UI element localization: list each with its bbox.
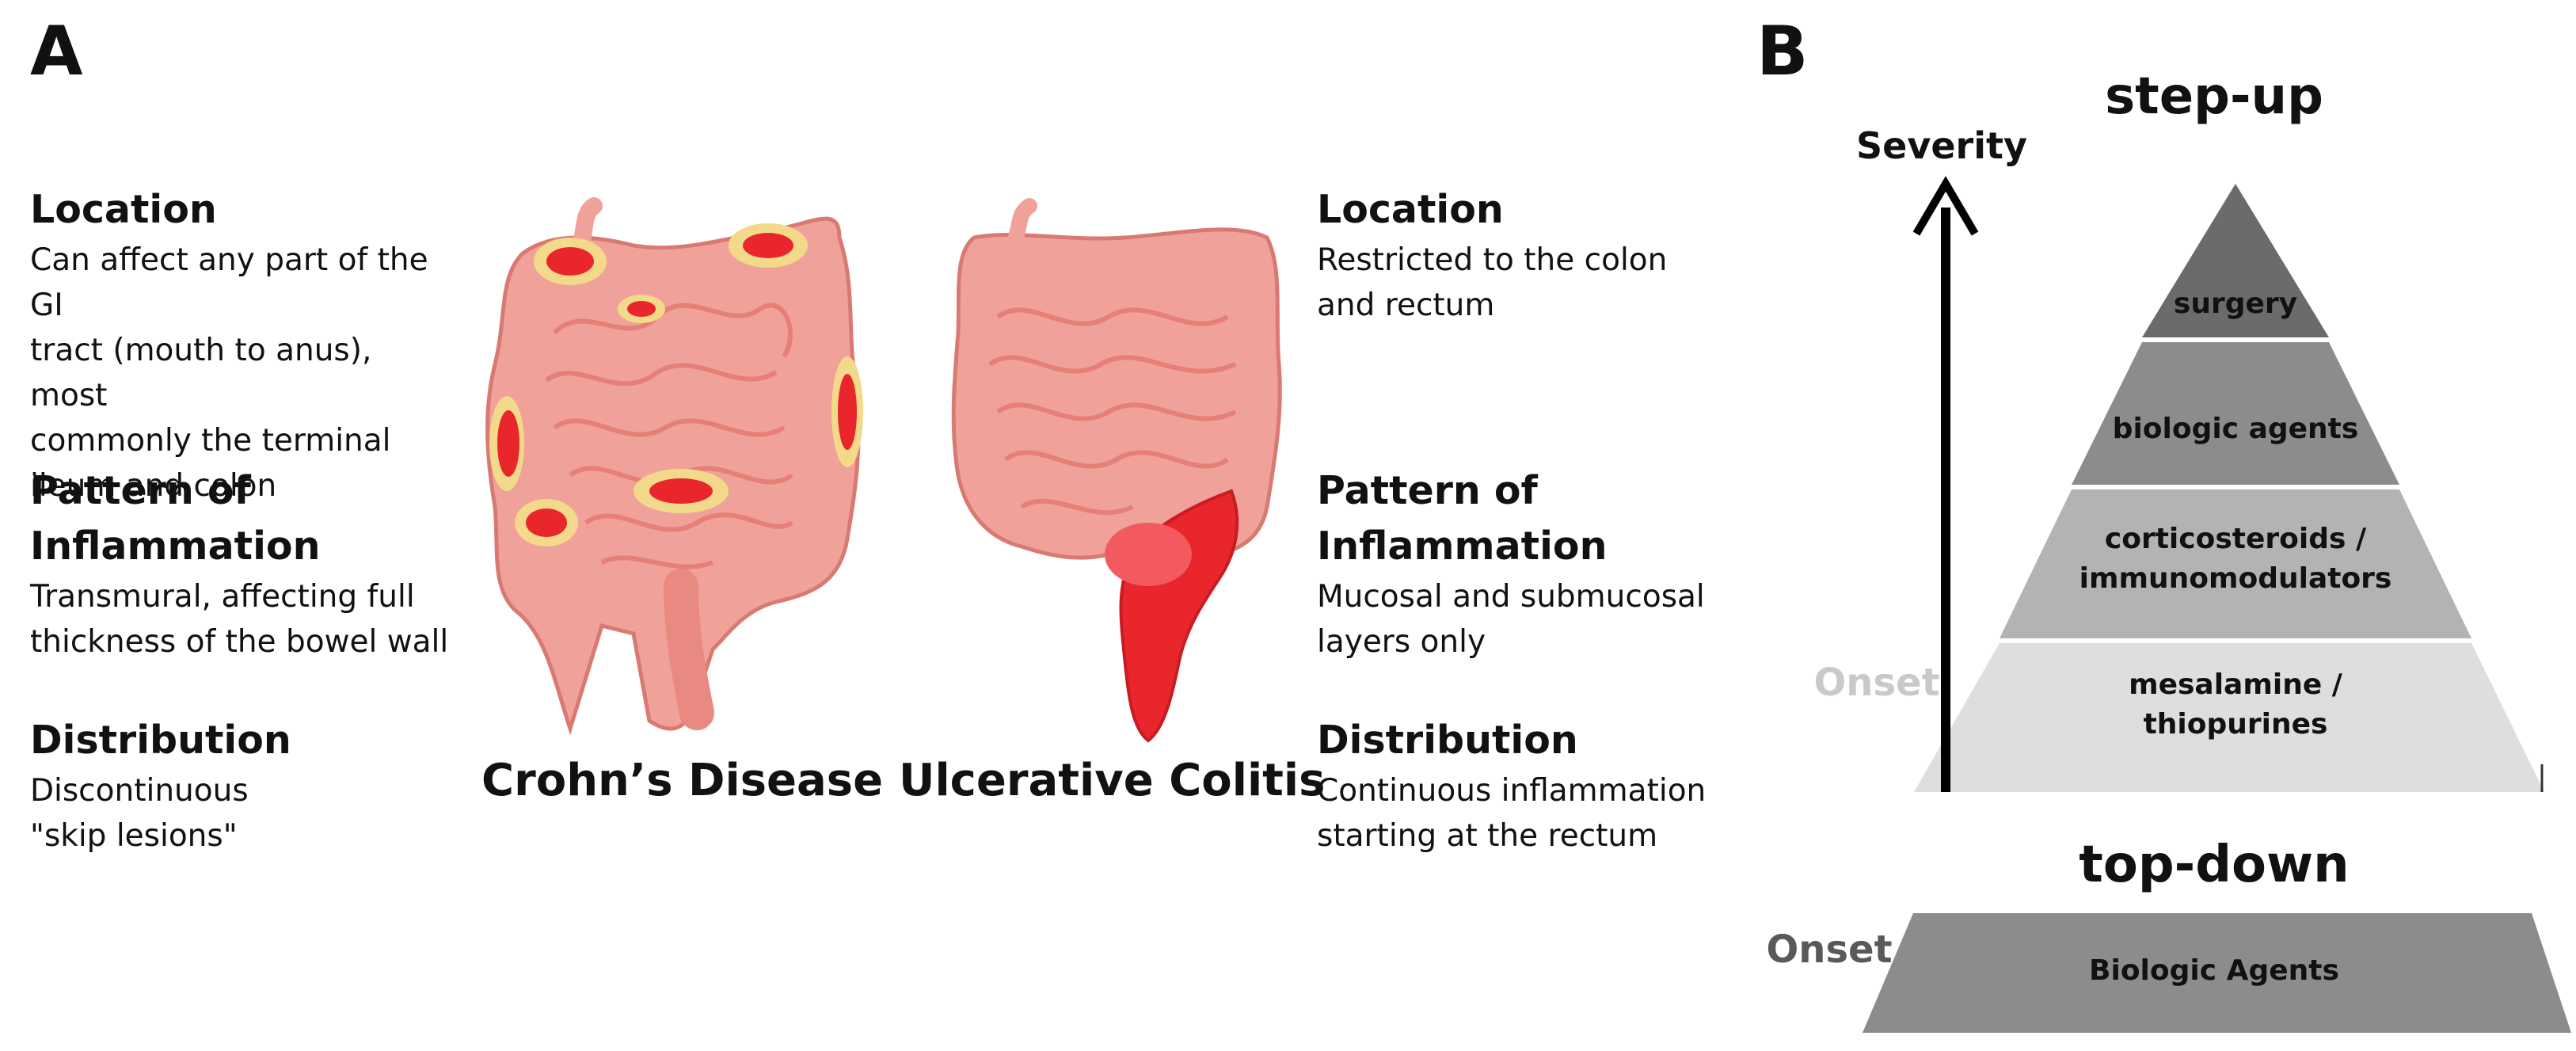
top-down-tier-label: Biologic Agents — [2089, 954, 2339, 987]
ulcerative-colitis-label: Ulcerative Colitis — [899, 755, 1326, 806]
panel-b-letter: B — [1756, 12, 1809, 91]
tier-mesalamine — [1914, 643, 2544, 792]
tier-corticosteroids-label-1: corticosteroids / — [2105, 523, 2367, 555]
uc-intestine-illustration — [951, 198, 1282, 743]
crohns-disease-label: Crohn’s Disease — [481, 755, 884, 806]
uc-distribution-line-1: Continuous inflammation — [1317, 773, 1707, 809]
uc-pattern-line-2: layers only — [1317, 624, 1486, 660]
uc-pattern-heading-2: Inflammation — [1317, 524, 1608, 569]
uc-location-line-2: and rectum — [1317, 288, 1495, 323]
crohns-distribution: Distribution Discontinuous "skip lesions… — [30, 713, 458, 859]
panel-a-letter: A — [30, 12, 83, 91]
crohns-distribution-line-2: "skip lesions" — [30, 818, 238, 854]
uc-distribution: Distribution Continuous inflammation sta… — [1317, 713, 1745, 859]
step-up-onset-label: Onset — [1813, 661, 1939, 705]
top-down-title: top-down — [2079, 836, 2349, 894]
crohns-location-line-3: commonly the terminal — [30, 423, 391, 459]
tier-biologic-agents-label: biologic agents — [2113, 413, 2359, 445]
severity-label: Severity — [1856, 124, 2027, 167]
severity-arrow-head — [1912, 176, 1979, 236]
crohns-pattern-line-2: thickness of the bowel wall — [30, 624, 449, 660]
crohns-pattern-heading-2: Inflammation — [30, 524, 321, 569]
uc-upper-stub — [1006, 198, 1037, 253]
uc-distribution-line-2: starting at the rectum — [1317, 818, 1658, 854]
uc-pattern-heading-1: Pattern of — [1317, 468, 1538, 513]
uc-pattern-line-1: Mucosal and submucosal — [1317, 579, 1705, 615]
crohns-small-intestine — [545, 303, 793, 569]
crohns-location-heading: Location — [30, 187, 217, 232]
crohns-info: Location Can affect any part of the GI t… — [30, 182, 458, 508]
tier-mesalamine-label-2: thiopurines — [2144, 708, 2328, 741]
tier-corticosteroids-label-2: immunomodulators — [2079, 562, 2392, 595]
tier-corticosteroids — [2000, 489, 2471, 638]
crohns-intestine-illustration — [485, 197, 863, 736]
crohns-pattern-heading-1: Pattern of — [30, 468, 251, 513]
tier-biologic-agents — [2072, 342, 2399, 485]
crohns-location-line-1: Can affect any part of the GI — [30, 242, 428, 323]
step-up-title: step-up — [2105, 67, 2323, 126]
uc-pattern: Pattern of Inflammation Mucosal and subm… — [1317, 463, 1745, 664]
tier-mesalamine-label-1: mesalamine / — [2129, 668, 2343, 701]
crohns-pattern-line-1: Transmural, affecting full — [30, 579, 415, 615]
tier-surgery-label: surgery — [2174, 288, 2297, 320]
crohns-distribution-line-1: Discontinuous — [30, 773, 249, 809]
uc-location-line-1: Restricted to the colon — [1317, 242, 1668, 278]
top-down-onset-label: Onset — [1766, 927, 1892, 972]
crohns-location-line-4: ileum and colon — [30, 468, 277, 504]
uc-location-heading: Location — [1317, 187, 1504, 232]
crohns-pattern: Pattern of Inflammation Transmural, affe… — [30, 463, 458, 664]
uc-info: Location Restricted to the colon and rec… — [1317, 182, 1745, 328]
tier-surgery — [2142, 184, 2329, 337]
crohns-rectum — [664, 569, 714, 730]
crohns-distribution-heading: Distribution — [30, 718, 291, 763]
crohns-skip-lesions — [489, 223, 863, 546]
uc-distribution-heading: Distribution — [1317, 718, 1578, 763]
top-down-pyramid: top-down Biologic Agents Onset — [1766, 836, 2571, 1033]
uc-small-intestine — [988, 307, 1237, 516]
top-down-tier — [1863, 913, 2571, 1033]
crohns-location-line-2: tract (mouth to anus), most — [30, 333, 372, 413]
step-up-pyramid: step-up surgery biologic agents corticos… — [1813, 67, 2544, 792]
